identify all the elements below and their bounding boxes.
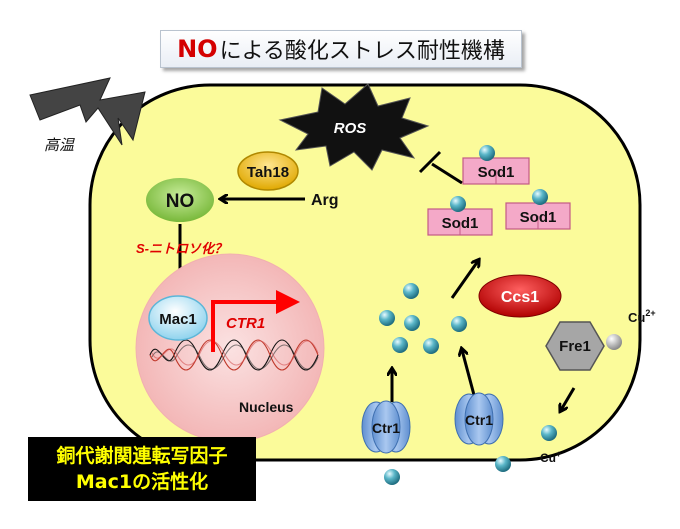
s-nitrosylation-label: S-ニトロソ化？: [136, 241, 227, 256]
ccs1-label: Ccs1: [501, 289, 539, 306]
lightning-icon: [29, 77, 146, 146]
ros-label: ROS: [334, 120, 367, 137]
tah18-label: Tah18: [247, 164, 289, 181]
copper-ions-cluster: [379, 283, 467, 354]
ctr1-transporter-right: Ctr1: [454, 392, 504, 446]
caption-line-1: 銅代謝関連転写因子: [56, 445, 228, 467]
title-highlight: NO: [177, 35, 218, 63]
fre1-label: Fre1: [559, 338, 591, 355]
svg-text:Sod1: Sod1: [442, 215, 479, 232]
mac1-label: Mac1: [159, 311, 197, 328]
dna-helix: [149, 339, 319, 371]
fre1-hexagon: [545, 321, 605, 371]
fre1-to-cu1-arrow: [561, 387, 576, 410]
tah18-oval: [237, 151, 299, 191]
caption-box: 銅代謝関連転写因子 Mac1の活性化: [28, 437, 256, 501]
copper-ion-outside-right: [495, 456, 511, 472]
cu2-label: Cu2+: [628, 308, 656, 325]
title-text: による酸化ストレス耐性機構: [219, 39, 505, 64]
copper-to-sod1-arrow: [450, 261, 478, 299]
caption-line-2: Mac1の活性化: [75, 471, 209, 493]
ctr1-gene-label: CTR1: [226, 315, 265, 332]
ctr1-right-arrow: [462, 350, 476, 396]
ccs1-oval: [478, 274, 562, 318]
cu1-ion: [541, 425, 557, 441]
cu2-ion: [606, 334, 622, 350]
mac1-oval: [148, 295, 208, 341]
sod1-right: Sod1: [505, 189, 571, 230]
no-oval: [146, 178, 214, 222]
promoter-arrow-head: [276, 290, 300, 314]
copper-ion-outside-left: [384, 469, 400, 485]
svg-text:Ctr1: Ctr1: [372, 420, 400, 436]
heat-label: 高温: [44, 137, 75, 154]
svg-text:Sod1: Sod1: [520, 209, 557, 226]
promoter-arrow: [211, 300, 278, 352]
inhibition-bar: [418, 150, 442, 174]
cu1-label: Cu+: [540, 449, 561, 465]
ctr1-transporter-left: Ctr1: [361, 400, 411, 454]
svg-text:Sod1: Sod1: [478, 164, 515, 181]
no-label: NO: [166, 191, 195, 212]
arg-label: Arg: [311, 192, 339, 209]
ros-burst-icon: [278, 83, 430, 171]
svg-text:Ctr1: Ctr1: [465, 412, 493, 428]
sod1-top: Sod1: [462, 145, 530, 185]
inhibition-line: [431, 162, 463, 185]
sod1-left: Sod1: [427, 196, 493, 236]
nucleus-label: Nucleus: [239, 399, 294, 415]
